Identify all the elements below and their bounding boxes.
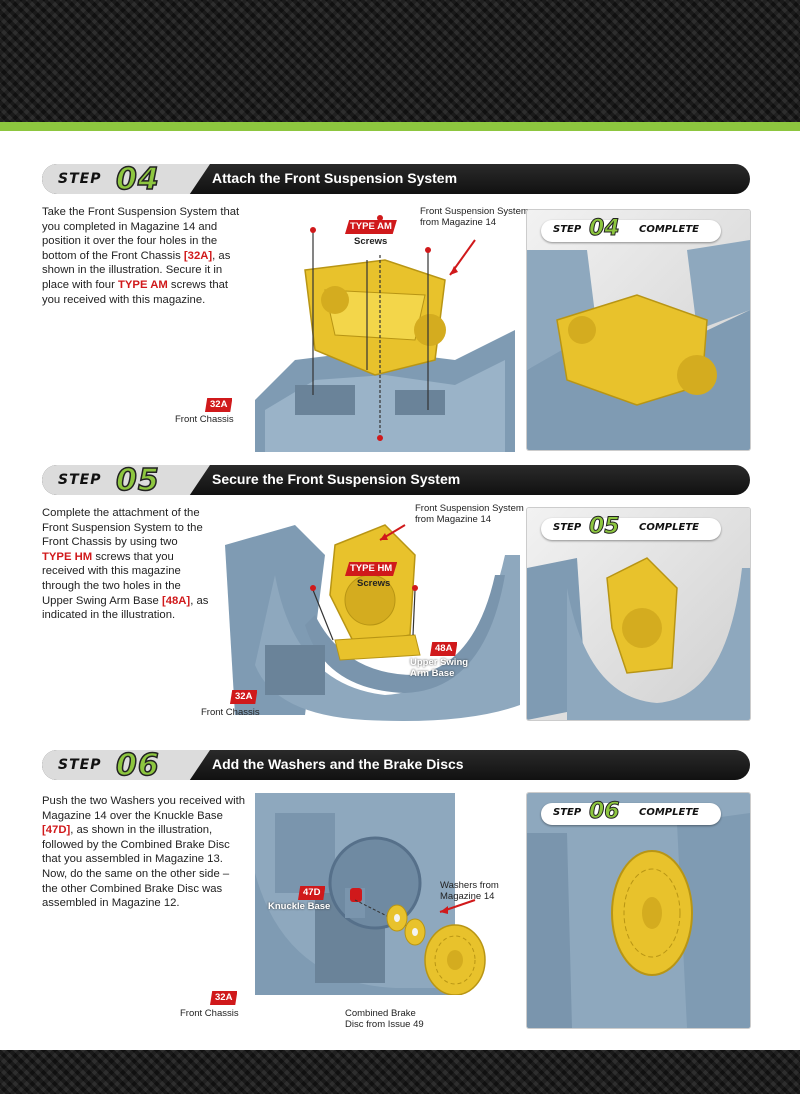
step-04-chassis-tag: 32A <box>205 398 233 412</box>
step-04-header: STEP 04 Attach the Front Suspension Syst… <box>42 164 750 194</box>
step-05-complete-number: 05 <box>589 514 621 540</box>
step-06-text-2: , as shown in the illustration, followed… <box>42 824 230 910</box>
step-04-complete-tag: STEP 04 COMPLETE <box>541 216 721 242</box>
step-06-number: 06 <box>115 748 160 783</box>
step-04-complete-label: COMPLETE <box>639 224 699 235</box>
step-06-chassis-tag: 32A <box>210 991 238 1005</box>
step-05-complete-panel: STEP 05 COMPLETE <box>527 508 750 720</box>
step-06-complete-number: 06 <box>589 799 621 825</box>
step-04-text-1: Take the Front Suspension System that yo… <box>42 206 240 262</box>
step-06-word: STEP <box>58 757 102 773</box>
step-04-ref-2: TYPE AM <box>117 278 168 291</box>
step-06-parts-diagram <box>354 899 486 995</box>
step-05-header: STEP 05 Secure the Front Suspension Syst… <box>42 465 750 495</box>
step-04-complete-panel: STEP 04 COMPLETE <box>527 210 750 450</box>
step-06-washers-callout: Washers from Magazine 14 <box>440 880 499 902</box>
step-06-parts <box>345 880 505 995</box>
step-06-disc-callout: Combined Brake Disc from Issue 49 <box>345 1008 424 1030</box>
step-05-chassis-tag: 32A <box>230 690 258 704</box>
step-06-header: STEP 06 Add the Washers and the Brake Di… <box>42 750 750 780</box>
step-05-chassis-label: Front Chassis <box>201 707 260 718</box>
step-04-ref-1: [32A] <box>183 249 213 262</box>
step-04-illustration <box>255 210 515 452</box>
step-05-complete-word: STEP <box>553 522 582 533</box>
step-04-text-2: , as shown in the illustration. Secure i… <box>42 249 231 291</box>
step-06-knuckle-tag: 47D <box>298 886 326 900</box>
step-05-word: STEP <box>58 472 102 488</box>
step-06-badge: STEP 06 <box>42 750 210 780</box>
green-accent-line <box>0 122 800 131</box>
step-04-complete-image <box>527 240 750 450</box>
step-06-ref-1: [47D] <box>42 824 71 837</box>
step-05-screw-label: Screws <box>357 578 391 589</box>
step-04-part-callout: Front Suspension System from Magazine 14 <box>420 206 529 228</box>
step-04-screw-tag: TYPE AM <box>345 220 397 234</box>
step-05-arm-label: Upper Swing Arm Base <box>410 657 469 679</box>
step-05-instructions: Complete the attachment of the Front Sus… <box>42 506 210 623</box>
step-05-screw-tag: TYPE HM <box>345 562 398 576</box>
step-04-screw-label: Screws <box>354 236 388 247</box>
step-04-complete-word: STEP <box>553 224 582 235</box>
step-05-text-1: Complete the attachment of the Front Sus… <box>42 507 203 549</box>
step-04-diagram <box>255 215 515 452</box>
step-04-title: Attach the Front Suspension System <box>212 170 458 186</box>
step-06-complete-label: COMPLETE <box>639 807 699 818</box>
step-04-number: 04 <box>115 162 160 197</box>
step-04-text-3: screws that you received with this magaz… <box>42 278 229 306</box>
step-04-chassis-label: Front Chassis <box>175 414 234 425</box>
step-06-title: Add the Washers and the Brake Discs <box>212 756 464 772</box>
step-06-complete-tag: STEP 06 COMPLETE <box>541 799 721 825</box>
step-06-complete-panel: STEP 06 COMPLETE <box>527 793 750 1028</box>
step-06-complete-word: STEP <box>553 807 582 818</box>
step-05-arm-tag: 48A <box>430 642 458 656</box>
step-05-complete-image <box>527 557 750 720</box>
step-05-part-callout: Front Suspension System from Magazine 14 <box>415 503 524 525</box>
step-06-text-1: Push the two Washers you received with M… <box>42 795 246 822</box>
step-06-complete-image <box>527 793 750 1028</box>
step-05-text-2: screws that you received with this magaz… <box>42 550 181 607</box>
step-06-illustration <box>255 793 455 995</box>
step-05-complete-label: COMPLETE <box>639 522 699 533</box>
step-05-diagram <box>225 524 520 721</box>
step-04-instructions: Take the Front Suspension System that yo… <box>42 205 247 307</box>
step-05-ref-1: TYPE HM <box>42 550 93 563</box>
step-04-complete-number: 04 <box>589 216 621 242</box>
step-05-badge: STEP 05 <box>42 465 210 495</box>
carbon-footer-band <box>0 1050 800 1094</box>
step-05-number: 05 <box>115 463 160 498</box>
step-05-illustration <box>215 515 520 725</box>
step-05-ref-2: [48A] <box>161 594 191 607</box>
step-06-diagram <box>255 793 455 995</box>
step-06-instructions: Push the two Washers you received with M… <box>42 794 247 911</box>
step-05-text-3: , as indicated in the illustration. <box>42 594 209 622</box>
step-04-word: STEP <box>58 171 102 187</box>
step-04-badge: STEP 04 <box>42 164 210 194</box>
carbon-header-band <box>0 0 800 122</box>
step-06-chassis-label: Front Chassis <box>180 1008 239 1019</box>
step-05-complete-tag: STEP 05 COMPLETE <box>541 514 721 540</box>
step-06-knuckle-label: Knuckle Base <box>268 901 331 912</box>
step-05-title: Secure the Front Suspension System <box>212 471 461 487</box>
